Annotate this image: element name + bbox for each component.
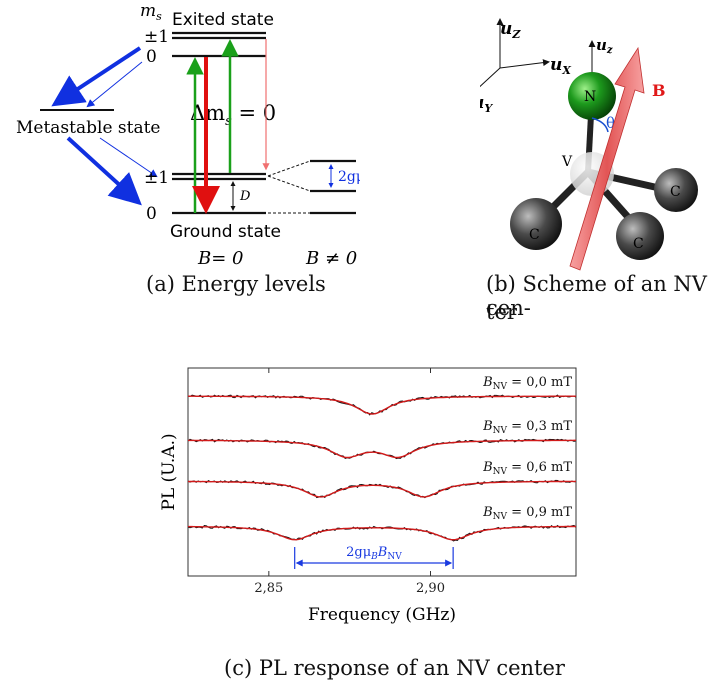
- excited-pm1-label: ±1: [144, 27, 169, 47]
- vacancy-label: V: [561, 154, 573, 170]
- x-tick-label: 2,90: [416, 581, 445, 596]
- b-field-label: B: [652, 81, 666, 100]
- carbon-label-3: C: [633, 236, 644, 252]
- isc-arrow-thick-down: [51, 46, 142, 107]
- b-zero-label: B= 0: [197, 248, 243, 269]
- carbon-atom-1: [510, 198, 562, 250]
- carbon-label-2: C: [670, 184, 681, 200]
- theta-label: θ: [606, 114, 615, 132]
- splitting-arrowhead-left: [295, 559, 303, 567]
- pl-data-series-2: [187, 438, 577, 460]
- zeeman-splitting-label: 2gμBBNV: [338, 169, 360, 187]
- zero-field-splitting-label: D: [239, 189, 251, 204]
- series-label-1: BNV = 0,0 mT: [482, 375, 572, 392]
- pl-fit-series-4: [188, 525, 576, 541]
- energy-level-diagram: ms Exited state ±1 0 Metastable state Δm…: [16, 1, 360, 269]
- nv-axis-uz-label: uz: [596, 36, 613, 56]
- x-tick-label: 2,85: [254, 581, 283, 596]
- y-axis-label: PL (U.A.): [160, 433, 179, 510]
- caption-a: (a) Energy levels: [146, 272, 326, 296]
- isc-arrow-thin-return: [99, 137, 158, 178]
- carbon-atom-3: [616, 212, 664, 260]
- excited-0-label: 0: [146, 47, 157, 67]
- split-connector-top: [267, 160, 311, 177]
- ms-label: ms: [140, 1, 162, 23]
- axis-z-label: uZ: [500, 19, 521, 41]
- delta-ms-label: Δms = 0: [190, 101, 276, 129]
- nv-center-scheme: uZ uX uY uz C C C V N θ B: [480, 18, 698, 271]
- caption-c: (c) PL response of an NV center: [224, 656, 565, 680]
- series-label-4: BNV = 0,9 mT: [482, 505, 572, 522]
- isc-arrow-thick-return: [66, 136, 142, 206]
- ground-state-label: Ground state: [170, 222, 281, 242]
- splitting-arrowhead-right: [445, 559, 453, 567]
- pl-response-chart: 2,85 2,90 PL (U.A.) Frequency (GHz) BNV = 0,…: [160, 367, 577, 625]
- nitrogen-label: N: [584, 89, 596, 105]
- ground-0-label: 0: [146, 204, 157, 224]
- ground-pm1-label: ±1: [144, 168, 169, 188]
- axis-y-label: uY: [480, 93, 493, 115]
- axis-x-label: uX: [550, 55, 571, 77]
- carbon-label-1: C: [529, 227, 540, 243]
- isc-arrow-thin-down: [86, 61, 143, 108]
- x-axis-label: Frequency (GHz): [308, 605, 456, 625]
- axis-x: [499, 59, 550, 69]
- nitrogen-atom: [568, 72, 616, 120]
- theta-arc: [591, 117, 609, 133]
- pl-fit-series-2: [188, 439, 576, 459]
- b-field-arrow: [569, 46, 645, 271]
- pl-fit-series-1: [188, 395, 576, 415]
- caption-b-line2: ter: [486, 300, 517, 324]
- series-label-2: BNV = 0,3 mT: [482, 419, 572, 436]
- plot-frame: [187, 367, 577, 577]
- axis-y: [480, 67, 501, 94]
- b-nonzero-label: B ≠ 0: [305, 248, 357, 269]
- split-connector-bottom: [267, 175, 311, 192]
- series-label-3: BNV = 0,6 mT: [482, 460, 572, 477]
- pl-fit-series-3: [188, 480, 576, 498]
- pl-data-series-1: [187, 394, 577, 416]
- excited-state-label: Exited state: [172, 10, 274, 30]
- metastable-state-label: Metastable state: [16, 118, 161, 138]
- caption-b-line1: (b) Scheme of an NV cen-: [486, 272, 707, 320]
- carbon-atom-2: [654, 168, 698, 212]
- splitting-label: 2gμBBNV: [346, 545, 402, 562]
